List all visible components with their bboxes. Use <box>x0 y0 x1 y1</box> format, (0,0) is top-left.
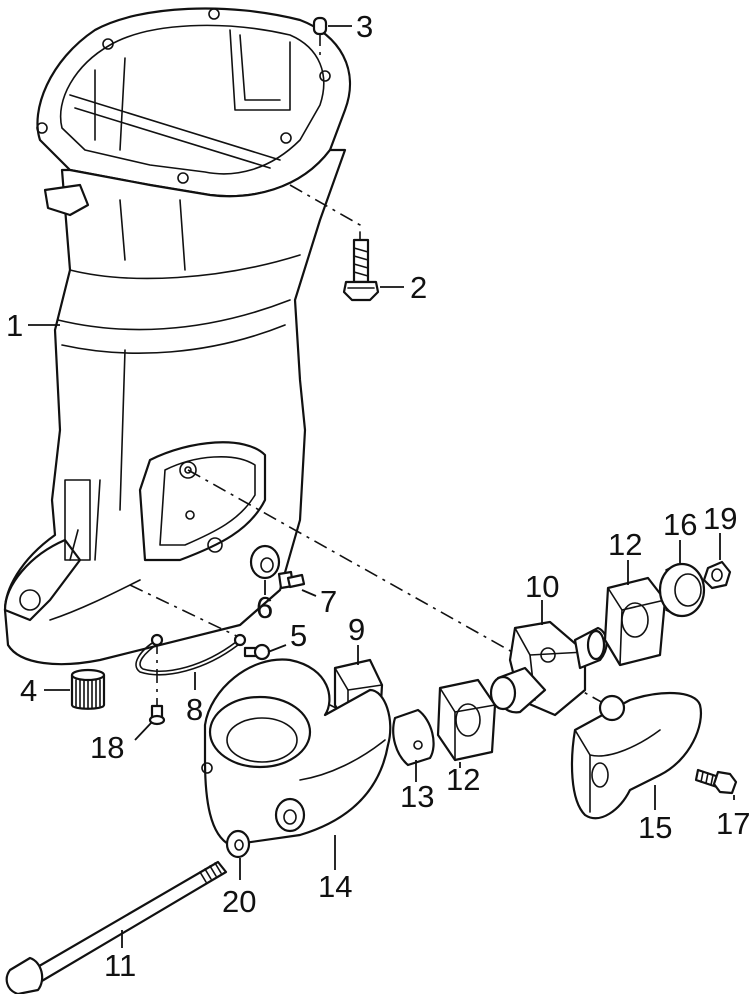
ground-wire <box>135 633 247 676</box>
flat-washer <box>225 829 251 859</box>
callout-9: 9 <box>348 612 365 647</box>
assembly-line-bolt-2 <box>289 184 361 240</box>
callout-18: 18 <box>90 730 124 765</box>
callout-7: 7 <box>320 584 337 619</box>
rubber-pad-lower <box>436 678 497 762</box>
callout-16: 16 <box>663 507 697 542</box>
callout-2: 2 <box>410 270 427 305</box>
callout-17: 17 <box>716 806 750 841</box>
callout-11: 11 <box>104 948 136 983</box>
bracket-cover <box>570 692 703 820</box>
dowel-pin <box>312 16 328 36</box>
swivel-bracket <box>201 658 392 847</box>
knurled-grommet <box>70 668 106 710</box>
thrust-plate <box>392 708 435 767</box>
callout-labels: 1 2 3 4 5 6 7 8 9 10 11 12 12 13 14 15 1… <box>6 9 750 983</box>
spacer-washer <box>249 544 281 580</box>
assembly-centerline <box>187 469 613 709</box>
through-bolt <box>5 860 228 994</box>
lock-nut <box>658 562 706 618</box>
hex-bolt <box>694 768 738 795</box>
rubber-pad-upper <box>603 576 667 667</box>
callout-19: 19 <box>703 501 737 536</box>
callout-3: 3 <box>356 9 373 44</box>
callout-20: 20 <box>222 884 256 919</box>
callout-12a: 12 <box>608 527 642 562</box>
small-bolt <box>277 570 306 590</box>
leader-lines <box>28 25 735 948</box>
callout-1: 1 <box>6 308 23 343</box>
clip-screw <box>148 704 166 726</box>
callout-10: 10 <box>525 569 559 604</box>
callout-5: 5 <box>290 618 307 653</box>
callout-4: 4 <box>20 673 37 708</box>
screw <box>243 643 271 661</box>
callout-13: 13 <box>400 779 434 814</box>
callout-12b: 12 <box>446 762 480 797</box>
small-nut <box>702 560 732 590</box>
callout-14: 14 <box>318 869 352 904</box>
callout-15: 15 <box>638 810 672 845</box>
callout-6: 6 <box>256 590 273 625</box>
flange-bolt <box>342 238 380 302</box>
drive-shaft-housing <box>3 7 352 666</box>
assembly-line-bolt-11 <box>129 584 246 641</box>
pivot-bracket <box>489 620 608 717</box>
callout-8: 8 <box>186 692 203 727</box>
